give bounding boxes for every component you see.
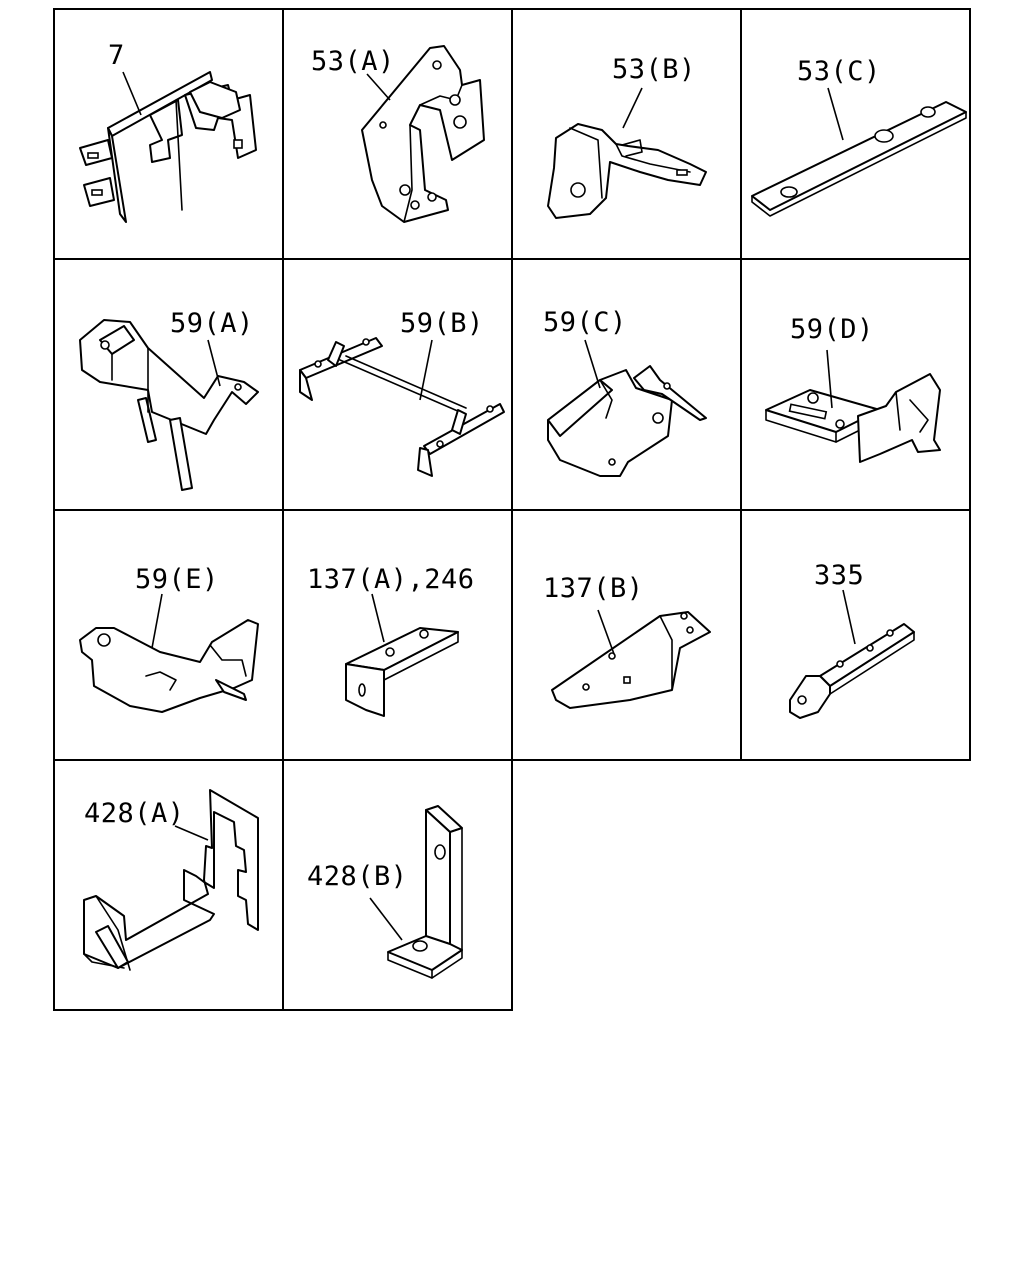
cell-428b xyxy=(282,759,513,1011)
part-137b-bracket-drawing xyxy=(551,609,711,709)
label-53a: 53(A) xyxy=(311,46,395,77)
part-335-bracket-drawing xyxy=(789,589,915,719)
label-59a: 59(A) xyxy=(170,308,254,339)
part-59d-bracket-drawing xyxy=(765,349,941,463)
cell-53c xyxy=(740,8,971,260)
label-428b: 428(B) xyxy=(307,861,408,892)
cell-137b xyxy=(511,509,742,761)
label-59b: 59(B) xyxy=(400,308,484,339)
label-7: 7 xyxy=(108,40,125,71)
label-137b: 137(B) xyxy=(543,573,644,604)
grid-cells xyxy=(53,8,971,1011)
part-7-bracket-drawing xyxy=(79,71,257,223)
label-59e: 59(E) xyxy=(135,564,219,595)
cell-137a xyxy=(282,509,513,761)
label-137a: 137(A),246 xyxy=(307,564,475,595)
part-59a-bracket-drawing xyxy=(79,319,259,491)
label-53c: 53(C) xyxy=(797,56,881,87)
part-53b-bracket-drawing xyxy=(547,87,707,219)
part-53a-bracket-drawing xyxy=(361,45,485,223)
part-59e-bracket-drawing xyxy=(79,593,259,713)
part-59b-bracket-drawing xyxy=(299,337,505,477)
label-59c: 59(C) xyxy=(543,307,627,338)
part-53c-strip-drawing xyxy=(751,87,967,217)
cell-53b xyxy=(511,8,742,260)
part-59c-bracket-drawing xyxy=(547,339,707,477)
part-137a-bracket-drawing xyxy=(345,593,459,717)
part-428a-bracket-drawing xyxy=(83,789,259,971)
label-59d: 59(D) xyxy=(790,314,874,345)
part-428b-bracket-drawing xyxy=(369,805,463,979)
label-428a: 428(A) xyxy=(84,798,185,829)
cell-335 xyxy=(740,509,971,761)
label-335: 335 xyxy=(814,560,864,591)
label-53b: 53(B) xyxy=(612,54,696,85)
